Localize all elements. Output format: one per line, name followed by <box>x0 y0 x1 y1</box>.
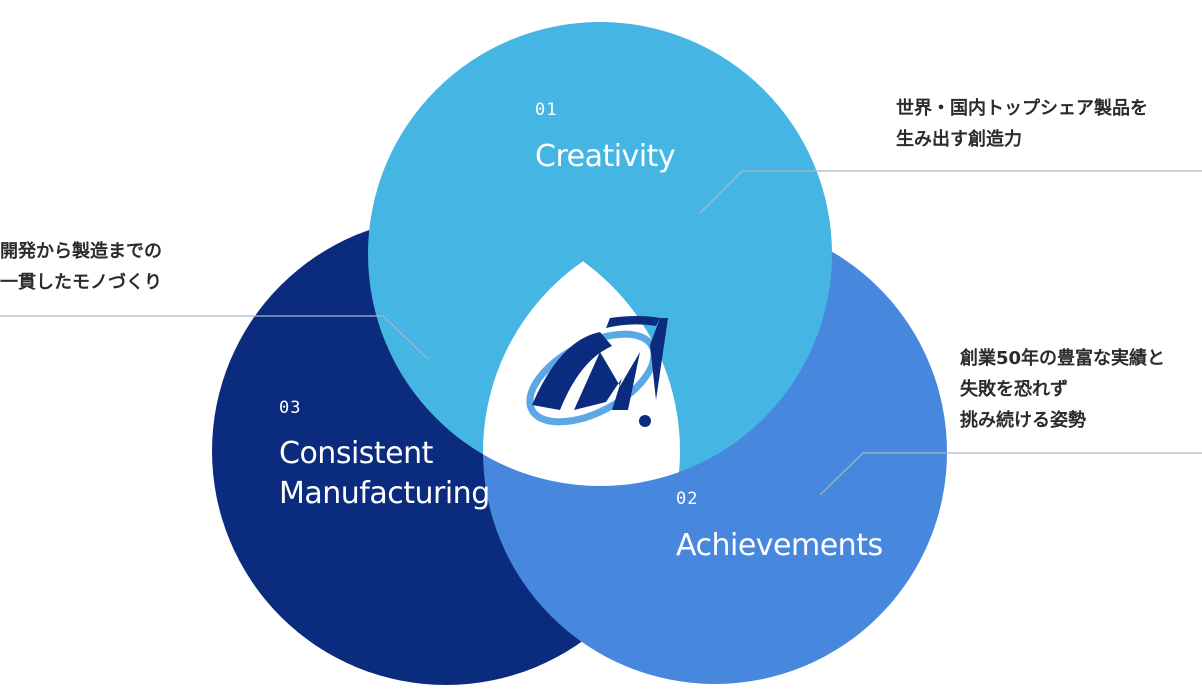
manufacturing-title: Consistent Manufacturing <box>279 434 490 514</box>
manufacturing-description: 開発から製造までの 一貫したモノづくり <box>0 236 162 298</box>
connector-line-achievements <box>819 452 1202 496</box>
creativity-number: 01 <box>535 100 558 120</box>
creativity-title: Creativity <box>535 139 676 174</box>
connector-line-manufacturing <box>0 315 429 360</box>
achievements-description-line-2: 失敗を恐れず <box>960 379 1068 400</box>
achievements-number: 02 <box>676 489 699 509</box>
achievements-description-line-3: 挑み続ける姿勢 <box>960 410 1086 431</box>
circle-creativity <box>368 22 832 486</box>
manufacturing-description-line-1: 開発から製造までの <box>0 241 162 262</box>
achievements-description: 創業50年の豊富な実績と 失敗を恐れず 挑み続ける姿勢 <box>960 343 1165 436</box>
achievements-title: Achievements <box>676 528 883 563</box>
creativity-description-line-1: 世界・国内トップシェア製品を <box>896 98 1148 119</box>
connector-line-creativity <box>699 170 1202 214</box>
manufacturing-title-line-2: Manufacturing <box>279 476 490 511</box>
achievements-description-line-1: 創業50年の豊富な実績と <box>960 348 1166 369</box>
creativity-description: 世界・国内トップシェア製品を 生み出す創造力 <box>896 93 1148 155</box>
company-logo <box>526 316 668 427</box>
manufacturing-description-line-2: 一貫したモノづくり <box>0 272 162 293</box>
manufacturing-title-line-1: Consistent <box>279 436 433 471</box>
manufacturing-number: 03 <box>279 398 302 418</box>
center-white-area <box>483 220 680 486</box>
creativity-description-line-2: 生み出す創造力 <box>896 129 1022 150</box>
